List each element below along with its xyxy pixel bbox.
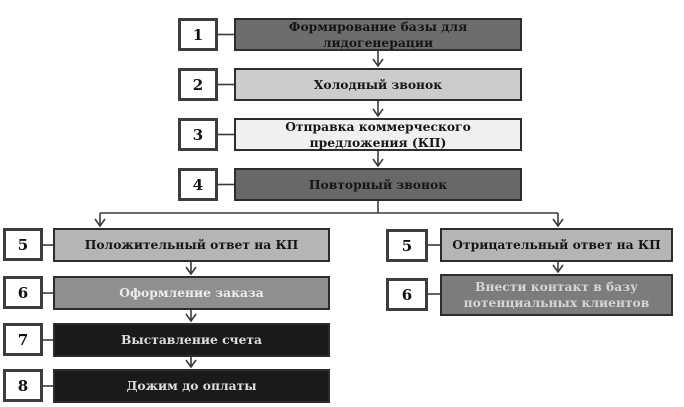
step-box-negative-reply: Отрицательный ответ на КП xyxy=(440,228,673,262)
step-box-lead-generation: Формирование базы для лидогенерации xyxy=(234,18,522,51)
step-box-invoice: Выставление счета xyxy=(53,323,330,357)
step-box-send-offer: Отправка коммерческого предложения (КП) xyxy=(234,118,522,151)
step-number: 5 xyxy=(386,229,428,262)
step-number: 2 xyxy=(178,68,218,101)
step-box-positive-reply: Положительный ответ на КП xyxy=(53,228,330,262)
step-box-push-payment: Дожим до оплаты xyxy=(53,369,330,403)
step-number: 8 xyxy=(3,369,43,402)
step-box-order-processing: Оформление заказа xyxy=(53,276,330,310)
step-number: 7 xyxy=(3,323,43,356)
step-number: 4 xyxy=(178,168,218,201)
step-number: 1 xyxy=(178,18,218,51)
step-number: 5 xyxy=(3,228,43,261)
step-number: 6 xyxy=(386,278,428,311)
step-box-cold-call: Холодный звонок xyxy=(234,68,522,101)
step-number: 3 xyxy=(178,118,218,151)
step-number: 6 xyxy=(3,276,43,309)
step-box-repeat-call: Повторный звонок xyxy=(234,168,522,201)
step-box-add-to-database: Внести контакт в базу потенциальных клие… xyxy=(440,274,673,316)
